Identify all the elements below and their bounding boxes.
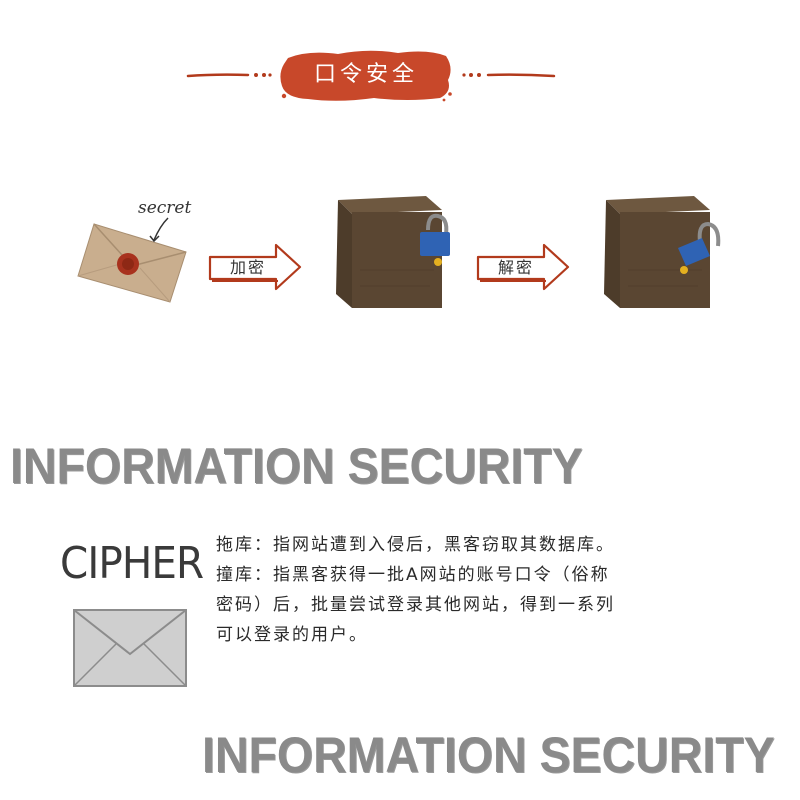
locked-box-icon <box>336 196 450 308</box>
mail-envelope-icon <box>73 609 187 687</box>
decrypt-label: 解密 <box>497 258 534 277</box>
cipher-word: CIPHER <box>60 538 204 589</box>
secret-pointer-arrow <box>149 217 169 243</box>
encrypt-label: 加密 <box>229 258 266 277</box>
definition-line: 可以登录的用户。 <box>216 625 368 645</box>
definitions-text: 拖库：指网站遭到入侵后，黑客窃取其数据库。 撞库：指黑客获得一批A网站的账号口令… <box>216 530 736 650</box>
sealed-envelope-icon <box>77 223 187 303</box>
title-rule-left <box>186 73 272 78</box>
heading-information-security-bottom: INFORMATION SECURITY <box>202 727 775 783</box>
definition-line: 撞库：指黑客获得一批A网站的账号口令（俗称 <box>216 565 610 585</box>
title-rule-right <box>462 73 556 78</box>
heading-information-security-top: INFORMATION SECURITY <box>10 438 583 494</box>
definition-line: 密码）后，批量尝试登录其他网站，得到一系列 <box>216 595 615 615</box>
encrypt-arrow <box>208 243 302 291</box>
definition-line: 拖库：指网站遭到入侵后，黑客窃取其数据库。 <box>216 535 615 555</box>
secret-label: secret <box>138 198 192 218</box>
decrypt-arrow <box>476 243 570 291</box>
page-title: 口令安全 <box>313 62 418 87</box>
title-banner <box>280 50 452 102</box>
unlocked-box-icon <box>604 196 721 308</box>
